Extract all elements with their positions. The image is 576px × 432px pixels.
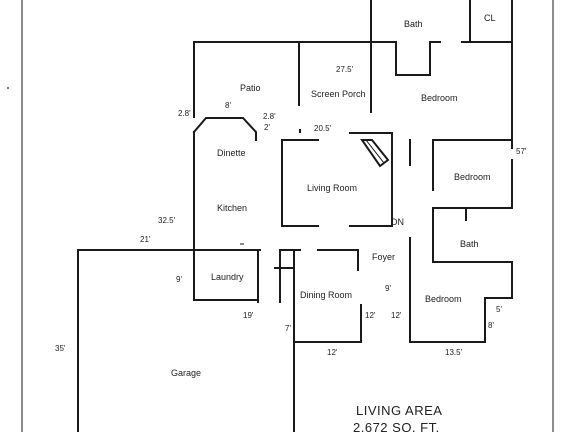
stray-dot [7, 87, 9, 89]
walls [77, 0, 513, 432]
dim-20-5: 20.5' [314, 124, 332, 133]
room-laundry: Laundry [211, 272, 244, 282]
room-bedroom-bottom: Bedroom [425, 294, 462, 304]
living-area-title: LIVING AREA [356, 403, 442, 418]
room-bath-right: Bath [460, 239, 479, 249]
room-bath-top: Bath [404, 19, 423, 29]
room-foyer: Foyer [372, 252, 395, 262]
dim-35: 35' [55, 344, 66, 353]
dim-12-b: 12' [391, 311, 402, 320]
room-garage: Garage [171, 368, 201, 378]
dim-57: 57' [516, 147, 527, 156]
living-area-value: 2,672 SQ. FT. [353, 420, 440, 432]
dim-12-bottom: 12' [327, 348, 338, 357]
room-patio: Patio [240, 83, 261, 93]
dim-2-8-left: 2.8' [178, 109, 191, 118]
dim-19: 19' [243, 311, 254, 320]
page-border [21, 0, 554, 432]
room-down: DN [391, 217, 404, 227]
dim-9-laundry: 9' [176, 275, 182, 284]
room-bedroom-main: Bedroom [421, 93, 458, 103]
room-dining-room: Dining Room [300, 290, 352, 300]
dim-8: 8' [225, 101, 231, 110]
dim-7: 7' [285, 324, 291, 333]
dim-27-5: 27.5' [336, 65, 354, 74]
dim-9-foyer: 9' [385, 284, 391, 293]
dim-13-5: 13.5' [445, 348, 463, 357]
room-bedroom-right: Bedroom [454, 172, 491, 182]
room-closet: CL [484, 13, 496, 23]
living-area-summary: LIVING AREA 2,672 SQ. FT. [353, 403, 442, 432]
dim-32-5: 32.5' [158, 216, 176, 225]
room-dinette: Dinette [217, 148, 246, 158]
room-labels: Bath CL Patio Screen Porch Bedroom Dinet… [171, 13, 496, 378]
room-living-room: Living Room [307, 183, 357, 193]
dim-12-a: 12' [365, 311, 376, 320]
dim-5: 5' [496, 305, 502, 314]
dim-21: 21' [140, 235, 151, 244]
room-kitchen: Kitchen [217, 203, 247, 213]
room-screen-porch: Screen Porch [311, 89, 366, 99]
dim-8-right: 8' [488, 321, 494, 330]
dim-2: 2' [264, 123, 270, 132]
dim-2-8-right: 2.8' [263, 112, 276, 121]
dimension-labels: 27.5' 2.8' 8' 2.8' 2' 20.5' 57' 32.5' 21… [55, 65, 527, 357]
